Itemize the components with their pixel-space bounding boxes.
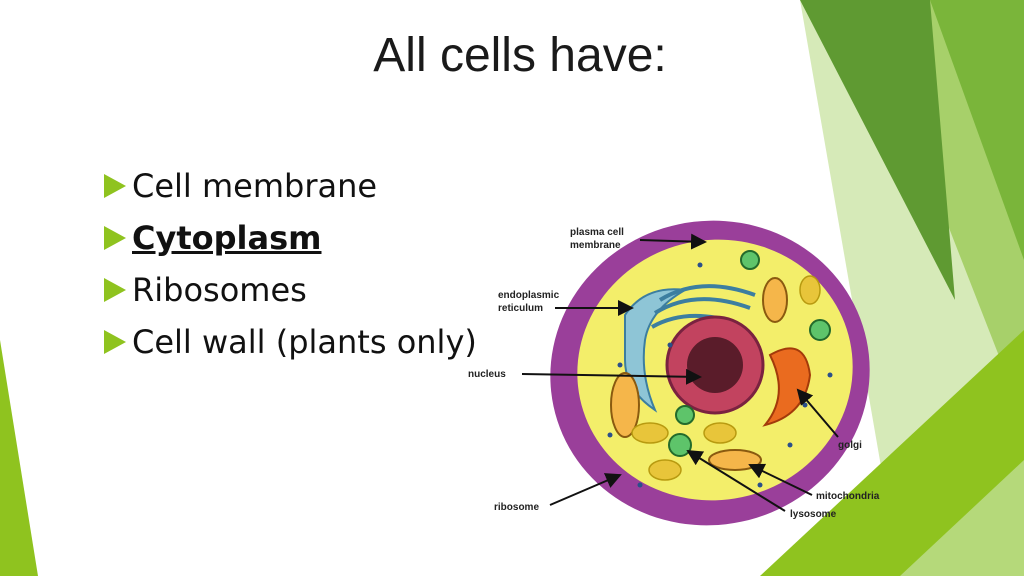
label-er-line2: reticulum (498, 303, 543, 314)
vacuole (703, 422, 737, 444)
nucleolus (687, 337, 743, 393)
bullet-item-cell-wall: Cell wall (plants only) (104, 316, 477, 368)
label-golgi: golgi (838, 440, 862, 451)
lysosome (809, 319, 831, 341)
label-ribosome: ribosome (494, 502, 539, 513)
arrow-nucleus (521, 368, 702, 385)
bullet-text: Cell wall (plants only) (132, 323, 477, 361)
bullet-item-cytoplasm: Cytoplasm (104, 212, 477, 264)
lysosome (740, 250, 760, 270)
label-plasma-membrane-line2: membrane (570, 240, 621, 251)
lysosome (668, 433, 692, 457)
arrow-mitochondria (748, 463, 813, 496)
label-lysosome: lysosome (790, 509, 837, 520)
deco-shape-dark (800, 0, 955, 300)
label-er-line1: endoplasmic (498, 290, 560, 301)
arrow-lysosome (686, 449, 786, 512)
bullet-text: Ribosomes (132, 271, 307, 309)
bullet-marker-icon (104, 278, 126, 302)
bullet-list: Cell membrane Cytoplasm Ribosomes Cell w… (104, 160, 477, 368)
arrow-golgi (796, 388, 839, 438)
deco-shape-bottom-light (900, 460, 1024, 576)
bullet-marker-icon (104, 174, 126, 198)
label-plasma-membrane-line1: plasma cell (570, 227, 624, 238)
arrow-ribosome (549, 473, 622, 506)
mitochondrion (708, 449, 762, 471)
label-nucleus: nucleus (468, 369, 506, 380)
arrow-plasma-membrane (639, 233, 707, 250)
vacuole (631, 422, 669, 444)
lysosome (675, 405, 695, 425)
golgi-apparatus (762, 347, 812, 427)
slide-title: All cells have: (373, 29, 667, 82)
label-mitochondria: mitochondria (816, 491, 880, 502)
bullet-marker-icon (104, 226, 126, 250)
bullet-text: Cell membrane (132, 167, 378, 205)
deco-shape-left (0, 340, 38, 576)
bullet-item-ribosomes: Ribosomes (104, 264, 477, 316)
deco-shape-mid (930, 0, 1024, 260)
vacuole (799, 275, 821, 305)
mitochondrion (610, 372, 640, 438)
mitochondrion (762, 277, 788, 323)
animal-cell-diagram: plasma cell membrane endoplasmic reticul… (468, 220, 880, 526)
bullet-item-cell-membrane: Cell membrane (104, 160, 477, 212)
deco-shape-bottom (760, 330, 1024, 576)
bullet-text: Cytoplasm (132, 219, 322, 257)
bullet-marker-icon (104, 330, 126, 354)
vacuole (648, 459, 682, 481)
